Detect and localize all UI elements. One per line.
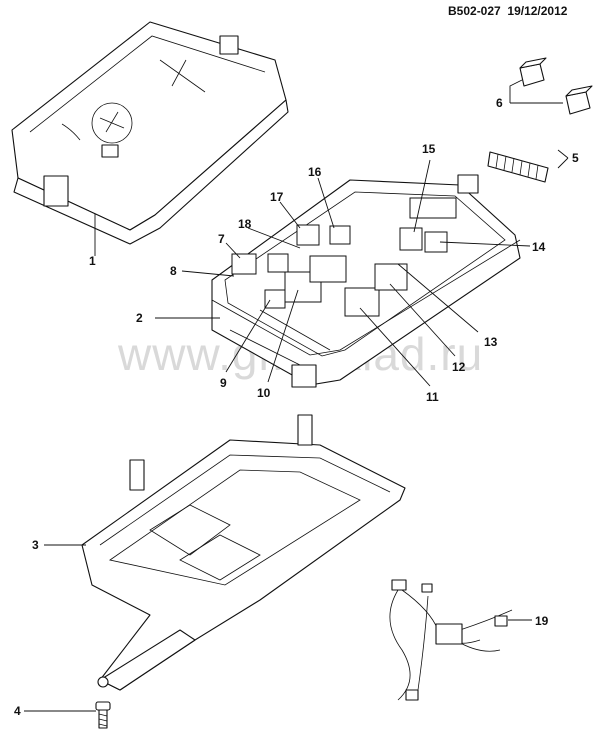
callout-7: 7 bbox=[218, 232, 225, 246]
drawing-date: 19/12/2012 bbox=[507, 4, 568, 18]
callout-6: 6 bbox=[496, 96, 503, 110]
small-relay-part bbox=[519, 57, 593, 115]
callout-19: 19 bbox=[535, 614, 549, 628]
callout-8: 8 bbox=[170, 264, 177, 278]
drawing-number: B502-027 bbox=[448, 4, 501, 18]
drawing-code: B502-027 19/12/2012 bbox=[448, 4, 567, 18]
callout-15: 15 bbox=[422, 142, 436, 156]
fuse-box-part bbox=[211, 174, 521, 388]
callout-10: 10 bbox=[257, 386, 271, 400]
callout-3: 3 bbox=[32, 538, 39, 552]
callout-5: 5 bbox=[572, 151, 579, 165]
callout-14: 14 bbox=[532, 240, 546, 254]
callout-labels: 1 2 3 4 5 6 7 8 9 10 11 12 13 14 15 16 1… bbox=[14, 96, 579, 718]
callout-12: 12 bbox=[452, 360, 466, 374]
callout-18: 18 bbox=[238, 217, 252, 231]
callout-13: 13 bbox=[484, 335, 498, 349]
lower-tray-part bbox=[81, 414, 406, 691]
callout-4: 4 bbox=[14, 704, 21, 718]
callout-9: 9 bbox=[220, 376, 227, 390]
cover-part bbox=[11, 21, 289, 245]
harness-part bbox=[389, 579, 513, 701]
callout-1: 1 bbox=[89, 254, 96, 268]
callout-16: 16 bbox=[308, 165, 322, 179]
leader-lines bbox=[24, 79, 569, 712]
callout-11: 11 bbox=[426, 390, 439, 404]
callout-17: 17 bbox=[270, 190, 284, 204]
fuse-strip-part bbox=[487, 151, 549, 183]
bolt-part bbox=[95, 701, 111, 729]
callout-2: 2 bbox=[136, 311, 143, 325]
